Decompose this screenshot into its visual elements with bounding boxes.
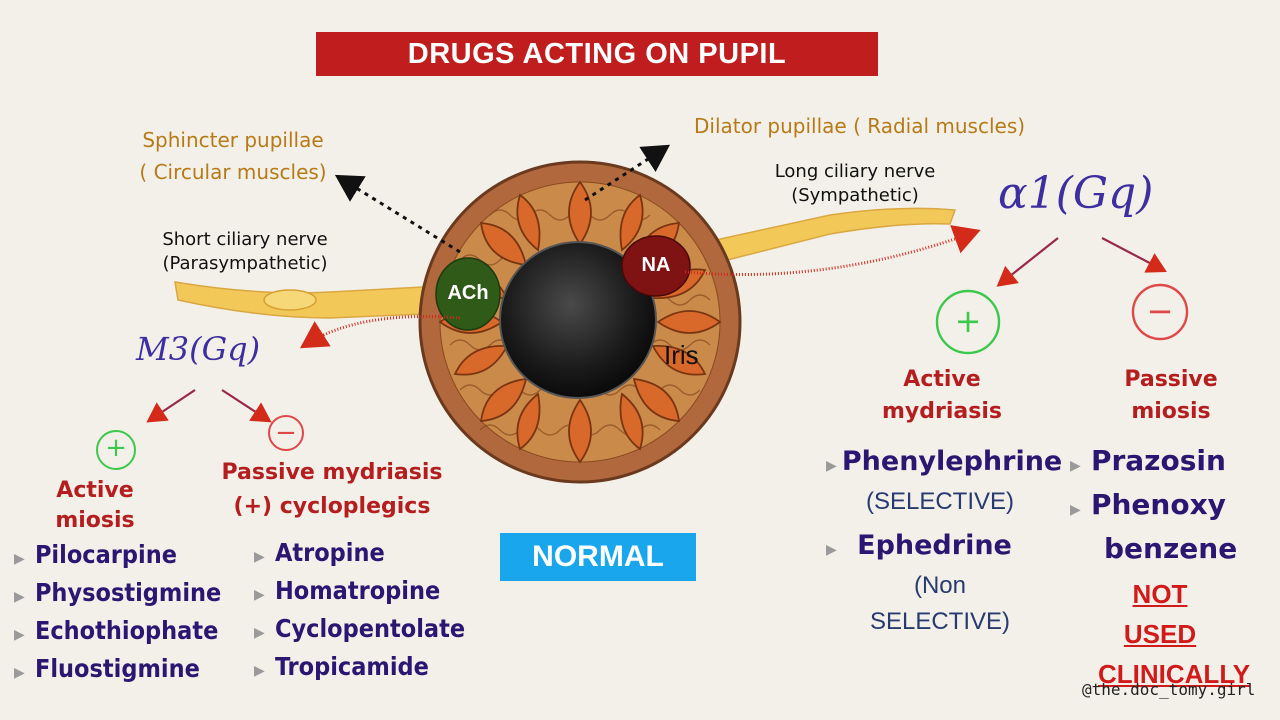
plus-circle-right (935, 289, 1001, 355)
plus-sign-right: + (954, 302, 982, 340)
credit-handle: @the.doc_tomy.girl (1082, 680, 1256, 699)
active-mydriasis-line2: mydriasis (882, 399, 1002, 424)
minus-circle-left (268, 415, 304, 451)
selective-note: (SELECTIVE) (865, 488, 1015, 515)
drug-name: Fluostigmine (34, 654, 200, 683)
long-ciliary-nerve (668, 207, 957, 273)
plus-circle-left (96, 430, 136, 470)
normal-label: NORMAL (500, 533, 696, 581)
drug-name-continued: benzene (1104, 532, 1238, 565)
drug-name: Physostigmine (34, 578, 222, 607)
dilator-label: Dilator pupillae ( Radial muscles) (694, 114, 1026, 138)
plus-sign-left: + (105, 433, 127, 463)
passive-miosis-line1: Passive (1124, 367, 1218, 392)
minus-sign-right: − (1146, 292, 1174, 330)
drug-name: Ephedrine (857, 530, 1012, 561)
bullet-icon: ▶ (254, 549, 265, 565)
bullet-icon: ▶ (254, 587, 265, 603)
bullet-icon: ▶ (14, 589, 25, 605)
active-miosis-line2: miosis (55, 508, 135, 533)
m3-arrow-right (221, 389, 272, 423)
short-ciliary-line2: (Parasympathetic) (162, 253, 328, 274)
not-used-line1: NOT USED (1123, 579, 1197, 649)
drug-name: Prazosin (1090, 444, 1226, 477)
minus-sign-left: − (275, 418, 297, 448)
alpha-arrow-right (1101, 237, 1167, 273)
iris-label: Iris (664, 340, 699, 370)
bullet-icon: ▶ (254, 663, 265, 679)
arrow-ach-to-m3 (299, 315, 461, 349)
sphincter-line2: ( Circular muscles) (139, 160, 327, 184)
drug-name: Cyclopentolate (274, 614, 466, 643)
bullet-icon: ▶ (254, 625, 265, 641)
list-item: ▶ Phenoxy (1070, 488, 1226, 521)
arrow-to-sphincter (334, 174, 461, 254)
long-ciliary-line2: (Sympathetic) (791, 185, 919, 206)
passive-mydriasis-label: Passive mydriasis (+) cycloplegics (200, 456, 464, 524)
list-item: ▶ Prazosin (1070, 444, 1226, 477)
list-item: ▶ Echothiophate (14, 616, 221, 654)
bullet-icon: ▶ (14, 627, 25, 643)
long-ciliary-label: Long ciliary nerve (Sympathetic) (740, 160, 970, 208)
bullet-icon: ▶ (14, 665, 25, 681)
list-item: ▶ Pilocarpine (14, 540, 221, 578)
non-selective-note: (Non SELECTIVE) (842, 568, 1038, 640)
list-item: ▶ Homatropine (254, 576, 465, 614)
long-ciliary-line1: Long ciliary nerve (774, 161, 936, 182)
drug-name: Echothiophate (34, 616, 219, 645)
list-item: ▶ Atropine (254, 538, 465, 576)
passive-miosis-label: Passive miosis (1096, 364, 1246, 428)
arrow-na-to-alpha1 (684, 225, 981, 277)
drug-name: Phenylephrine (841, 446, 1063, 477)
page-title: DRUGS ACTING ON PUPIL (316, 32, 878, 76)
active-miosis-line1: Active (56, 478, 134, 503)
drug-name: Tropicamide (274, 652, 429, 681)
list-item: ▶ Ephedrine (826, 530, 1012, 561)
pupil (499, 241, 657, 399)
bullet-icon: ▶ (1070, 502, 1081, 518)
minus-circle-right (1131, 283, 1189, 341)
list-item: ▶ Fluostigmine (14, 654, 221, 692)
passive-mydriasis-line2: (+) cycloplegics (233, 494, 431, 519)
alpha-arrow-left (996, 237, 1059, 287)
alpha1-receptor-label: α1(Gq) (998, 168, 1154, 219)
active-miosis-label: Active miosis (30, 476, 160, 536)
drug-name: Atropine (274, 538, 385, 567)
sphincter-line1: Sphincter pupillae (142, 128, 324, 152)
drug-name: Homatropine (274, 576, 441, 605)
drug-name: Pilocarpine (34, 540, 177, 569)
list-item: ▶ Phenylephrine (826, 446, 1062, 477)
m3-receptor-label: M3(Gq) (136, 330, 261, 368)
passive-mydriasis-drug-list: ▶ Atropine ▶ Homatropine ▶ Cyclopentolat… (254, 538, 465, 690)
ach-label: ACh (447, 282, 489, 304)
bullet-icon: ▶ (826, 458, 837, 474)
non-selective-line2: SELECTIVE) (869, 608, 1011, 635)
drug-name: Phenoxy (1090, 488, 1226, 521)
list-item: ▶ Physostigmine (14, 578, 221, 616)
ach-badge (435, 257, 501, 331)
sphincter-label: Sphincter pupillae ( Circular muscles) (118, 124, 348, 188)
nerve-end-left (263, 289, 317, 311)
not-used-clinically: NOT USED CLINICALLY (1098, 574, 1250, 694)
active-mydriasis-label: Active mydriasis (862, 364, 1022, 428)
bullet-icon: ▶ (1070, 458, 1081, 474)
short-ciliary-line1: Short ciliary nerve (162, 229, 328, 250)
na-badge (621, 235, 691, 297)
list-item: ▶ Tropicamide (254, 652, 465, 690)
m3-arrow-left (146, 389, 196, 423)
active-miosis-drug-list: ▶ Pilocarpine ▶ Physostigmine ▶ Echothio… (14, 540, 221, 692)
non-selective-line1: (Non (913, 572, 967, 599)
na-label: NA (641, 254, 671, 276)
short-ciliary-label: Short ciliary nerve (Parasympathetic) (120, 228, 370, 276)
active-mydriasis-line1: Active (903, 367, 981, 392)
arrow-to-dilator (584, 144, 671, 202)
bullet-icon: ▶ (826, 542, 837, 558)
list-item: ▶ Cyclopentolate (254, 614, 465, 652)
passive-mydriasis-line1: Passive mydriasis (221, 460, 443, 485)
passive-miosis-line2: miosis (1131, 399, 1211, 424)
bullet-icon: ▶ (14, 551, 25, 567)
